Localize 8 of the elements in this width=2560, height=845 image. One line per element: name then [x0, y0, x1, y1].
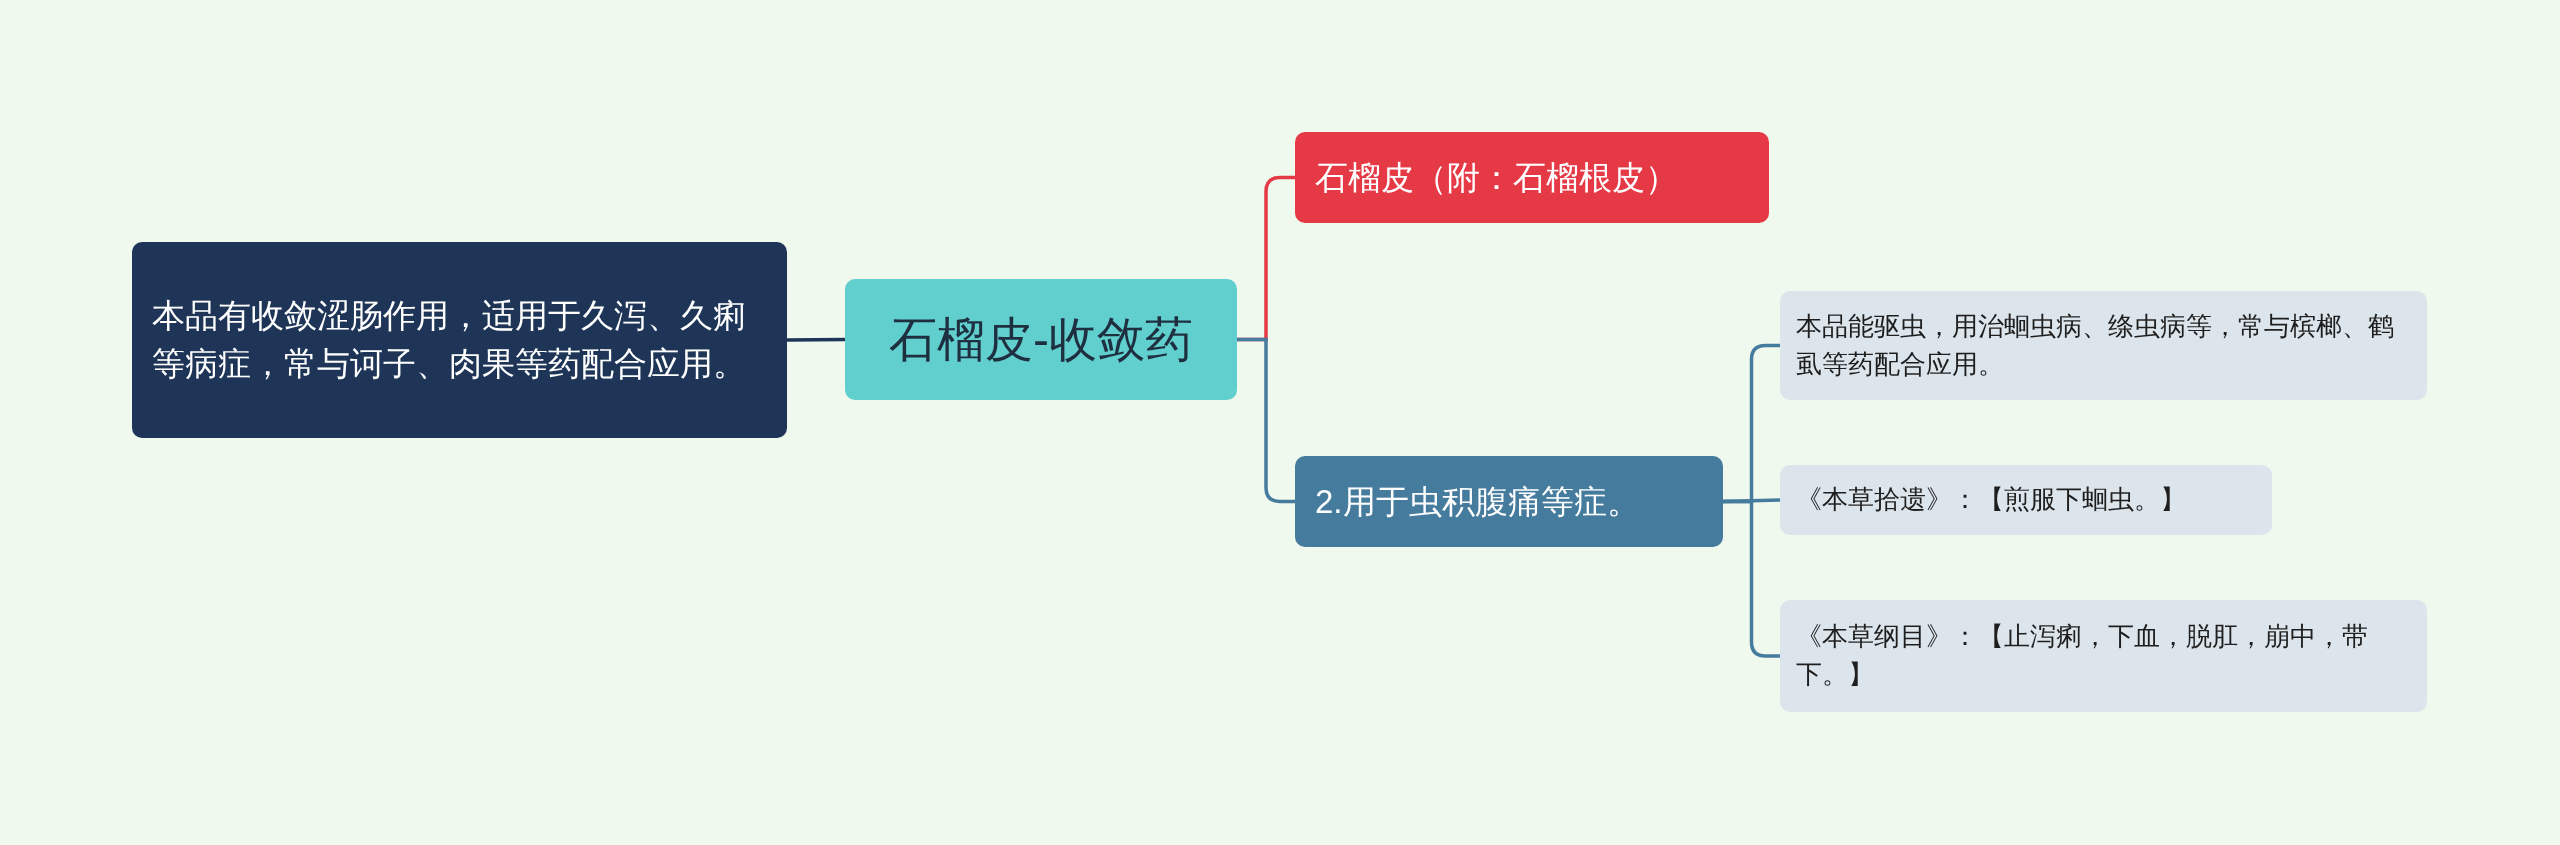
topic-box: 2.用于虫积腹痛等症。 — [1295, 456, 1723, 547]
central-topic-box: 石榴皮-收敛药 — [845, 279, 1237, 400]
subtopic-box: 《本草拾遗》：【煎服下蛔虫。】 — [1780, 465, 2272, 535]
subtopic-box: 本品能驱虫，用治蛔虫病、绦虫病等，常与槟榔、鹤虱等药配合应用。 — [1780, 291, 2427, 400]
topic-box: 石榴皮（附：石榴根皮） — [1295, 132, 1769, 223]
connector-line — [787, 337, 845, 342]
subtopic-box: 《本草纲目》：【止泻痢，下血，脱肛，崩中，带下。】 — [1780, 600, 2427, 712]
topic-box: 本品有收敛涩肠作用，适用于久泻、久痢等病症，常与诃子、肉果等药配合应用。 — [132, 242, 787, 438]
